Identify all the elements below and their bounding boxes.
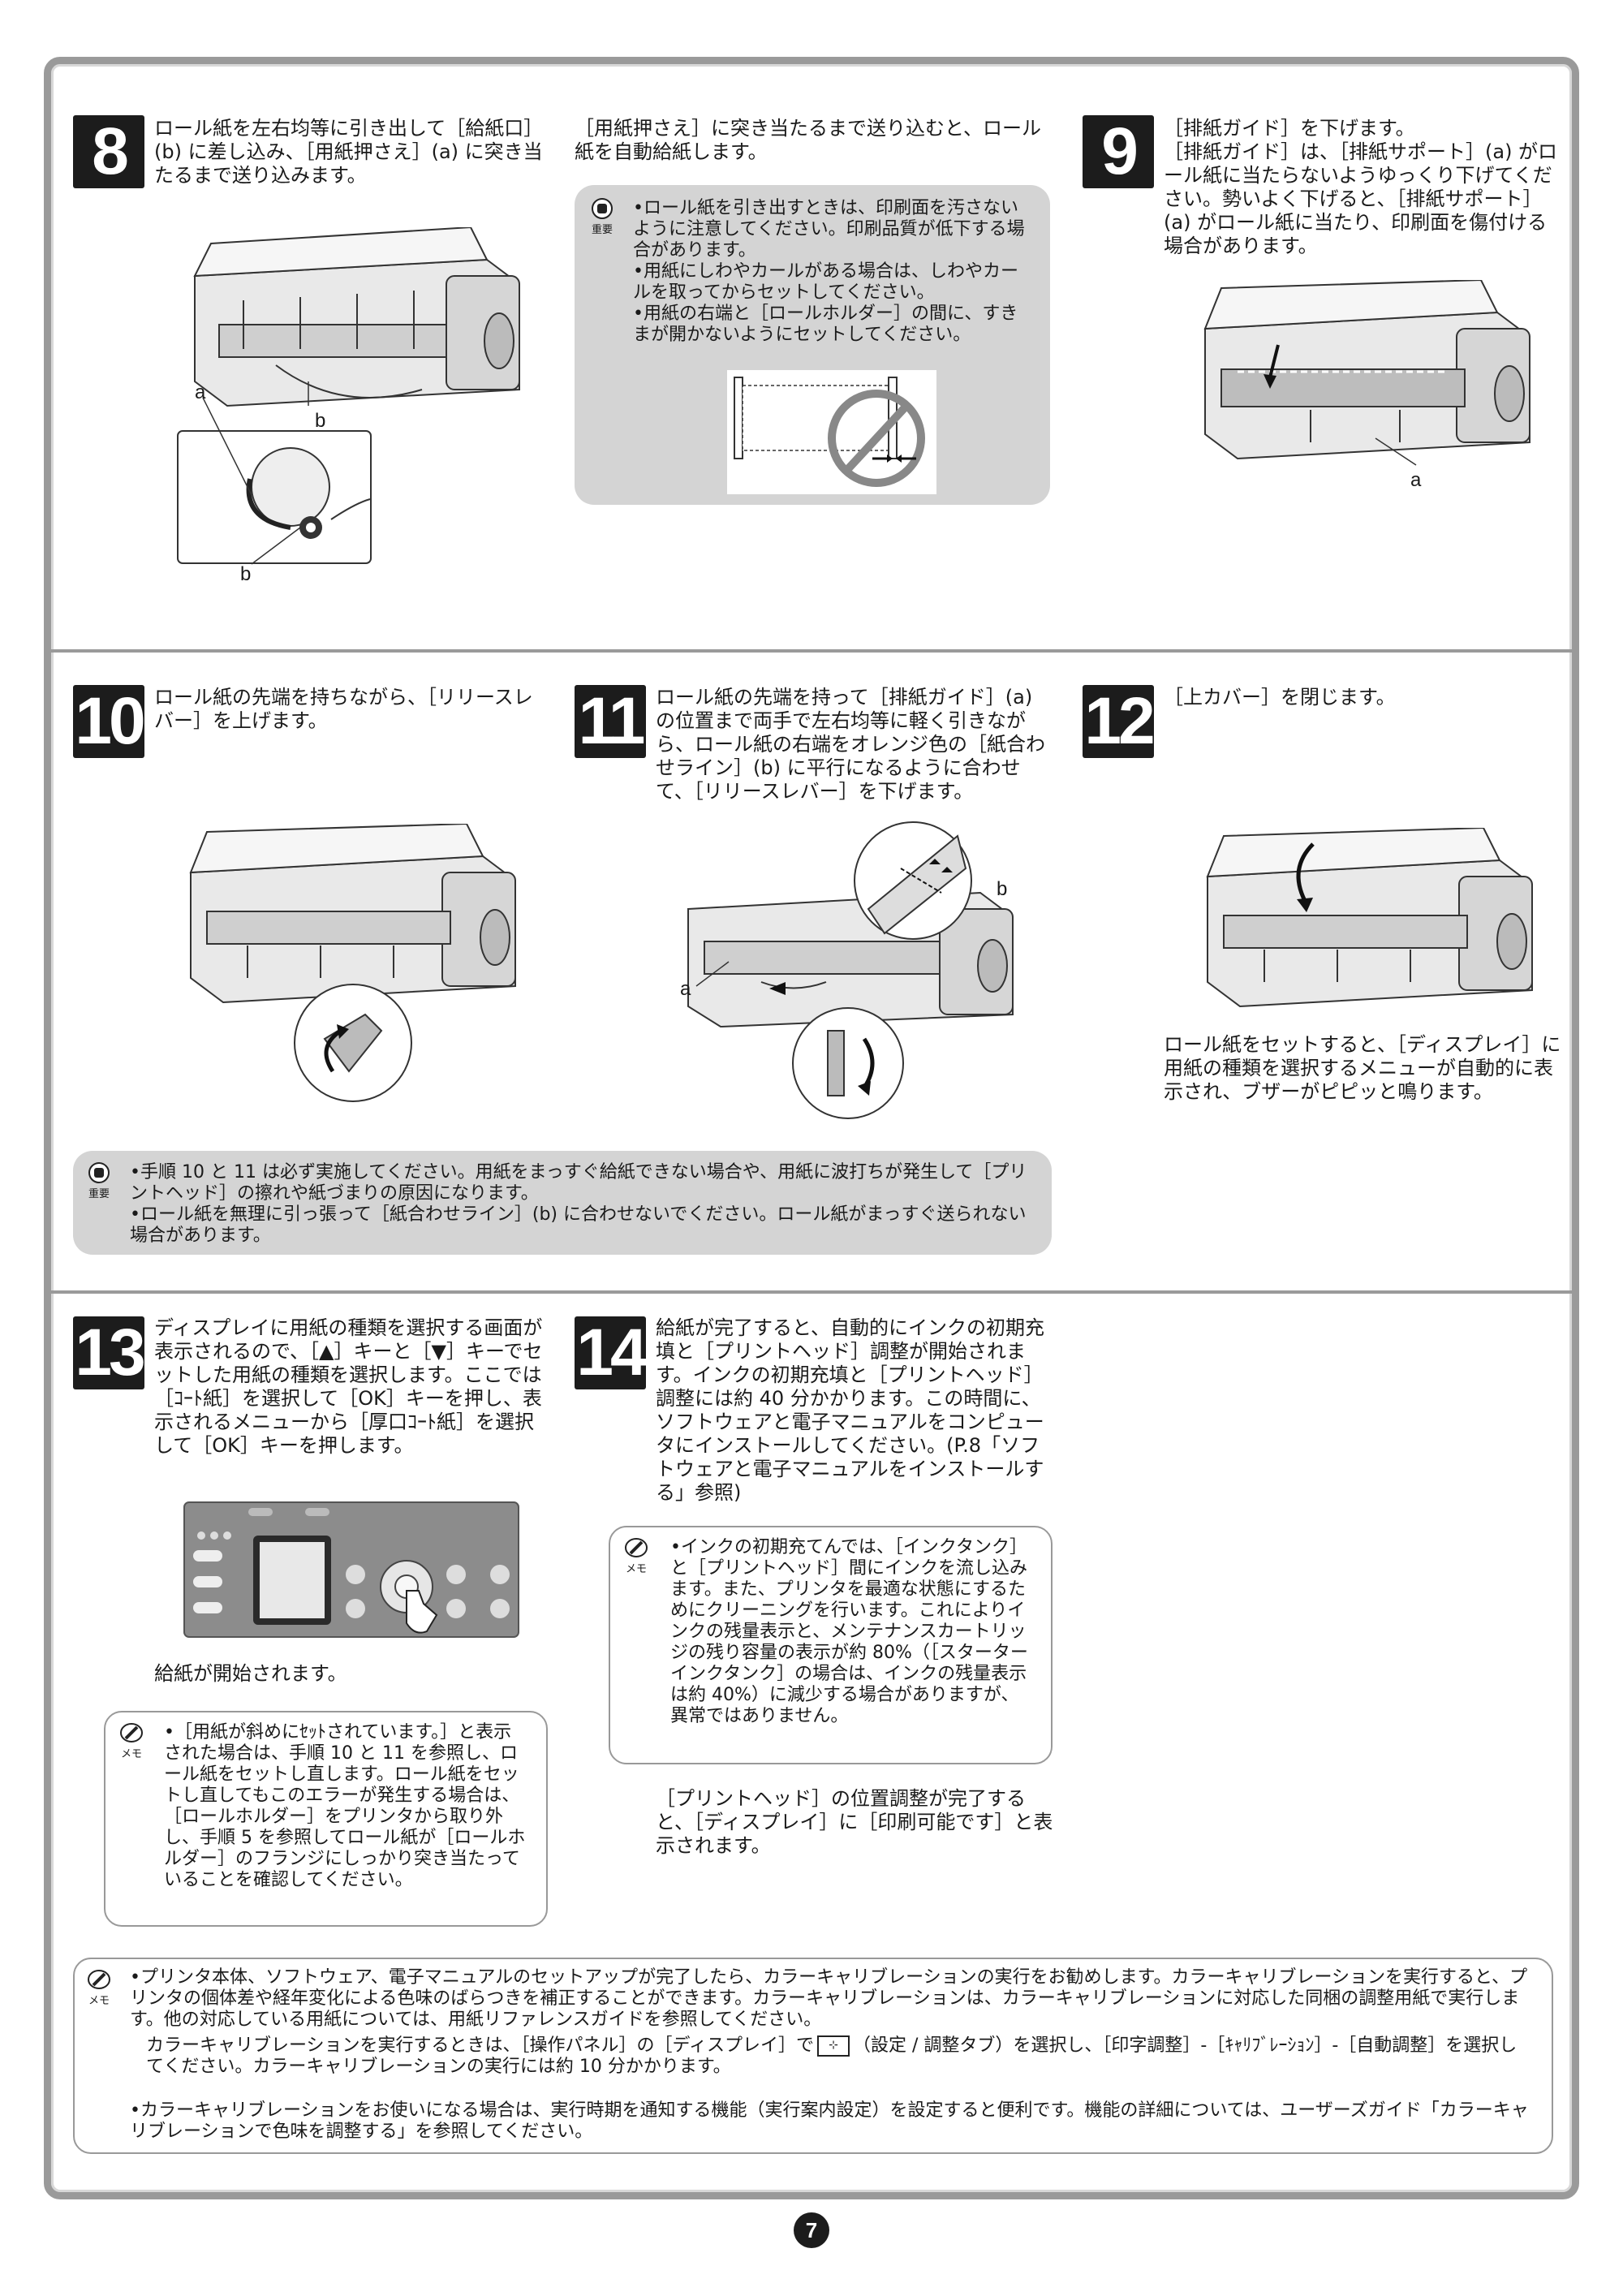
- hand-stop-icon: [88, 1162, 110, 1183]
- label-a: a: [195, 381, 206, 403]
- printer-illustration-step10: [189, 824, 516, 1004]
- memo-box: [73, 1958, 1553, 2154]
- label-b: b: [997, 878, 1008, 900]
- step-12-text: ［上カバー］を閉じます。: [1164, 686, 1396, 709]
- printer-illustration-step12: [1206, 828, 1533, 1008]
- paper-alignment-line-closeup: [854, 821, 972, 940]
- step-number-11: 11: [575, 684, 646, 758]
- operation-panel-illustration: [183, 1501, 519, 1638]
- step-14-text: 給紙が完了すると、自動的にインクの初期充填と［プリントヘッド］調整が開始されます…: [656, 1316, 1045, 1504]
- step-11-text: ロール紙の先端を持って［排紙ガイド］(a) の位置まで両手で左右均等に軽く引きな…: [656, 686, 1045, 803]
- label-a: a: [1410, 469, 1422, 491]
- pencil-icon: [88, 1970, 110, 1989]
- label-b: b: [240, 563, 252, 585]
- important-note-item: •ロール紙を引き出すときは、印刷面を汚さないように注意してください。印刷品質が低…: [633, 198, 1025, 261]
- step-8-text: ロール紙を左右均等に引き出して［給紙口］(b) に差し込み、［用紙押さえ］(a)…: [154, 117, 544, 187]
- memo-text: •インクの初期充てんでは、［インクタンク］と［プリントヘッド］間にインクを流し込…: [670, 1537, 1028, 1726]
- pencil-icon: [120, 1723, 143, 1742]
- release-lever-down-closeup: [792, 1007, 904, 1119]
- settings-tab-icon: ⊹: [817, 2035, 850, 2057]
- step-number-8: 8: [73, 114, 144, 188]
- memo-box: [104, 1711, 548, 1927]
- step-8-continued-text: ［用紙押さえ］に突き当たるまで送り込むと、ロール紙を自動給紙します。: [575, 117, 1042, 163]
- important-note-item: •ロール紙を無理に引っ張って［紙合わせライン］(b) に合わせないでください。ロ…: [130, 1204, 1027, 1246]
- step-number-13: 13: [73, 1316, 146, 1389]
- step-10-text: ロール紙の先端を持ちながら、［リリースレバー］を上げます。: [154, 686, 533, 732]
- step-number-9: 9: [1083, 114, 1154, 188]
- release-lever-closeup: [294, 984, 412, 1102]
- important-note-item: •用紙の右端と［ロールホルダー］の間に、すきまが開かないようにセットしてください…: [633, 304, 1018, 345]
- step-number-12: 12: [1083, 684, 1156, 758]
- page-number: 7: [794, 2212, 829, 2248]
- important-badge: 重要: [584, 198, 620, 236]
- important-note-item: •用紙にしわやカールがある場合は、しわやカールを取ってからセットしてください。: [633, 261, 1018, 303]
- prohibited-gap-diagram: [727, 370, 936, 494]
- pencil-icon: [625, 1538, 648, 1557]
- important-note-box: [73, 1151, 1052, 1255]
- memo-text: カラーキャリブレーションを実行するときは、［操作パネル］の［ディスプレイ］で⊹（…: [146, 2035, 1518, 2077]
- memo-text: •カラーキャリブレーションをお使いになる場合は、実行時期を通知する機能（実行案内…: [130, 2100, 1529, 2142]
- section-divider: [51, 1290, 1572, 1294]
- step-14-after-text: ［プリントヘッド］の位置調整が完了すると、［ディスプレイ］に［印刷可能です］と表…: [656, 1787, 1053, 1857]
- memo-badge: メモ: [618, 1537, 654, 1575]
- label-a: a: [680, 978, 691, 1000]
- section-divider: [51, 649, 1572, 653]
- step-13-after-text: 給紙が開始されます。: [154, 1662, 347, 1685]
- step-number-14: 14: [575, 1316, 648, 1389]
- page-frame: [44, 57, 1579, 2199]
- step-9-text: ［排紙ガイド］を下げます。 ［排紙ガイド］は、［排紙サポート］(a) がロール紙…: [1164, 117, 1558, 257]
- leader-lines-step8: [202, 381, 309, 565]
- label-b: b: [315, 410, 326, 432]
- important-badge: 重要: [81, 1162, 117, 1200]
- step-13-text: ディスプレイに用紙の種類を選択する画面が表示されるので、［▲］キーと［▼］キーで…: [154, 1316, 543, 1457]
- step-12-after-text: ロール紙をセットすると、［ディスプレイ］に用紙の種類を選択するメニューが自動的に…: [1164, 1033, 1561, 1103]
- roll-feed-closeup-inset: [177, 430, 372, 564]
- step-number-10: 10: [73, 684, 146, 758]
- memo-text: •［用紙が斜めにｾｯﾄされています。］と表示された場合は、手順 10 と 11 …: [164, 1722, 526, 1890]
- printer-illustration-step8: [193, 227, 520, 407]
- printer-illustration-step9: [1203, 280, 1530, 466]
- memo-badge: メモ: [114, 1722, 149, 1760]
- hand-stop-icon: [592, 198, 613, 219]
- important-note-item: •手順 10 と 11 は必ず実施してください。用紙をまっすぐ給紙できない場合や…: [130, 1162, 1027, 1204]
- memo-box: [609, 1526, 1053, 1764]
- memo-text: •プリンタ本体、ソフトウェア、電子マニュアルのセットアップが完了したら、カラーキ…: [130, 1967, 1528, 2030]
- memo-badge: メモ: [81, 1969, 117, 2007]
